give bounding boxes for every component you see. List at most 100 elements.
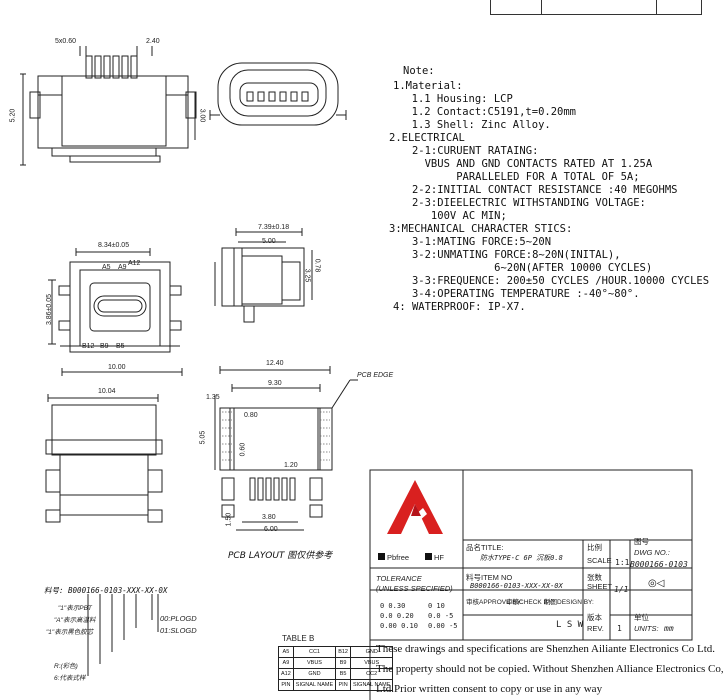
file-title-label: 品名TITLE: xyxy=(466,543,504,552)
tolerance-label: TOLERANCE xyxy=(376,574,422,583)
note-line: 3-2:UNMATING FORCE:8~20N(INITAL), xyxy=(393,249,621,261)
pin-b5: B5 xyxy=(116,343,125,350)
notes-list: 1.Material: 1.1 Housing: LCP 1.2 Contact… xyxy=(389,80,709,314)
units-label2: UNITS: xyxy=(634,624,659,633)
sheet-value: 1/1 xyxy=(614,585,629,594)
note-line: 2-1:CURUENT RATAING: xyxy=(393,145,539,157)
drawing-canvas xyxy=(20,46,693,700)
part-code-leg2: "A"表示高温料 xyxy=(54,617,96,624)
tol-d: 0 10 xyxy=(428,602,445,610)
table-row: A5 CC1 B12 GND xyxy=(278,646,394,658)
pin-a9: A9 xyxy=(118,264,127,271)
rev-label2: REV. xyxy=(587,624,604,633)
table-b: A5 CC1 B12 GND A9 VBUS B9 VBUS A12 GND B… xyxy=(278,646,394,691)
dim-side-w: 7.39±0.18 xyxy=(258,224,290,231)
dim-pcb-h7: 6.00 xyxy=(264,526,278,533)
dwg-value: B000166-0103 xyxy=(630,560,688,569)
note-line: 3:MECHANICAL CHARACTER STICS: xyxy=(389,223,573,235)
note-line: 1.3 Shell: Zinc Alloy. xyxy=(399,119,551,131)
note-line: 100V AC MIN; xyxy=(393,210,507,222)
pin-b9: B9 xyxy=(100,343,109,350)
note-line: 1.Material: xyxy=(393,80,463,92)
table-cell: PIN xyxy=(335,679,351,691)
pcb-layout-title: PCB LAYOUT 图仅供参考 xyxy=(228,551,333,561)
table-cell: A12 xyxy=(278,668,294,680)
dim-front-h: 3.86±0.05 xyxy=(46,293,54,326)
sheet-label: 张数 xyxy=(587,573,602,582)
side-view-mid xyxy=(214,228,313,323)
dim-top-pitch: 5x0.60 xyxy=(55,38,77,45)
table-cell: GND xyxy=(292,668,337,680)
notes-heading: Note: xyxy=(403,65,435,77)
scale-value: 1:1 xyxy=(615,558,630,567)
dim-side-w2: 5.00 xyxy=(262,238,276,245)
table-row: PIN SIGNAL NAME PIN SIGNAL NAME xyxy=(278,679,394,691)
part-code-opt1: 00:PLOGD xyxy=(160,614,197,623)
table-cell: VBUS xyxy=(292,657,337,669)
item-value: B000166-0103-XXX-XX-0X xyxy=(470,582,563,590)
bottom-view xyxy=(45,394,163,523)
table-cell: SIGNAL NAME xyxy=(349,679,394,691)
dwg-label2: DWG NO.: xyxy=(634,548,670,557)
footer-line-1: These drawings and specifications are Sh… xyxy=(376,643,716,655)
table-cell: B9 xyxy=(335,657,351,669)
note-line: 2-2:INITIAL CONTACT RESISTANCE :40 MEGOH… xyxy=(393,184,678,196)
footer-line-3: Ltd.Prior written consent to copy or use… xyxy=(376,683,603,695)
tol-e: 0.0 -5 xyxy=(428,612,454,620)
part-code-leg3: "1"表示黑色胶芯 xyxy=(46,629,94,636)
pin-a12: A12 xyxy=(128,260,141,267)
table-cell: B12 xyxy=(335,646,351,658)
dim-bottom-w: 10.04 xyxy=(98,388,116,395)
note-line: 6~20N(AFTER 10000 CYCLES) xyxy=(393,262,653,274)
company-logo xyxy=(387,480,443,534)
pcb-layout xyxy=(214,366,358,531)
note-line: 1.1 Housing: LCP xyxy=(399,93,513,105)
dim-front-w: 8.34±0.05 xyxy=(98,242,130,249)
top-side-view xyxy=(20,46,197,166)
pin-b12: B12 xyxy=(82,343,95,350)
note-line: 2-3:DIEELECTRIC WITHSTANDING VOLTAGE: xyxy=(393,197,646,209)
dwg-label: 图号 xyxy=(634,537,649,546)
file-title-value: 防水TYPE-C 6P 沉板0.8 xyxy=(480,554,563,562)
dim-side-h4: 0.78 xyxy=(313,258,321,273)
table-cell: PIN xyxy=(278,679,294,691)
check-label: 审核CHECK BY: xyxy=(506,599,554,606)
tolerance-label2: (UNLESS SPECIFIED) xyxy=(376,584,453,593)
part-code-leg4: R:(彩色) xyxy=(54,663,78,670)
part-code-leg1: "1"表示PBT xyxy=(58,605,92,612)
note-line: 3-1:MATING FORCE:5~20N xyxy=(393,236,552,248)
table-b-title: TABLE B xyxy=(282,634,315,643)
dim-top-pitch2: 2.40 xyxy=(146,38,160,45)
note-line: 2.ELECTRICAL xyxy=(389,132,465,144)
part-code-prefix: 料号: xyxy=(44,586,64,595)
table-cell: CC1 xyxy=(292,646,337,658)
dim-pcb-h8: 0.60 xyxy=(239,442,247,457)
part-code-leg5: 6:代表式样 xyxy=(54,675,86,682)
pbfree-label: Pbfree xyxy=(378,553,409,562)
dim-pcb-h3: 0.80 xyxy=(244,412,258,419)
part-code: 料号: B000166-0103-XXX-XX-0X xyxy=(44,585,167,596)
projection-icon: ◎◁ xyxy=(648,578,665,589)
dim-pcb-h2: 5.05 xyxy=(199,430,207,445)
part-code-opt2: 01:SLOGD xyxy=(160,626,197,635)
table-cell: B5 xyxy=(335,668,351,680)
table-cell: SIGNAL NAME xyxy=(292,679,337,691)
sheet-label2: SHEET xyxy=(587,582,613,591)
dim-pcb-h5: 1.50 xyxy=(225,512,233,527)
table-row: A9 VBUS B9 VBUS xyxy=(278,657,394,669)
units-label: 单位 xyxy=(634,613,649,622)
tol-c: 0.00 0.10 xyxy=(380,622,418,630)
item-label: 料号ITEM NO xyxy=(466,573,513,582)
approve-label: 审核APPROVE BY: xyxy=(466,599,523,606)
design-value: L S W xyxy=(556,620,584,630)
note-line: 1.2 Contact:C5191,t=0.20mm xyxy=(399,106,577,118)
scale-label2: SCALE xyxy=(587,556,612,565)
front-view-mid xyxy=(48,248,183,376)
scale-label: 比例 xyxy=(587,543,602,552)
design-label: 制图DESIGN BY: xyxy=(544,599,594,606)
table-row: A12 GND B5 CC2 xyxy=(278,668,394,680)
note-line: 4: WATERPROOF: IP-X7. xyxy=(393,301,526,313)
tol-b: 0.0 0.20 xyxy=(380,612,414,620)
footer-line-2: The property should not be copied. Witho… xyxy=(376,663,724,675)
tol-a: 0 0.30 xyxy=(380,602,406,610)
